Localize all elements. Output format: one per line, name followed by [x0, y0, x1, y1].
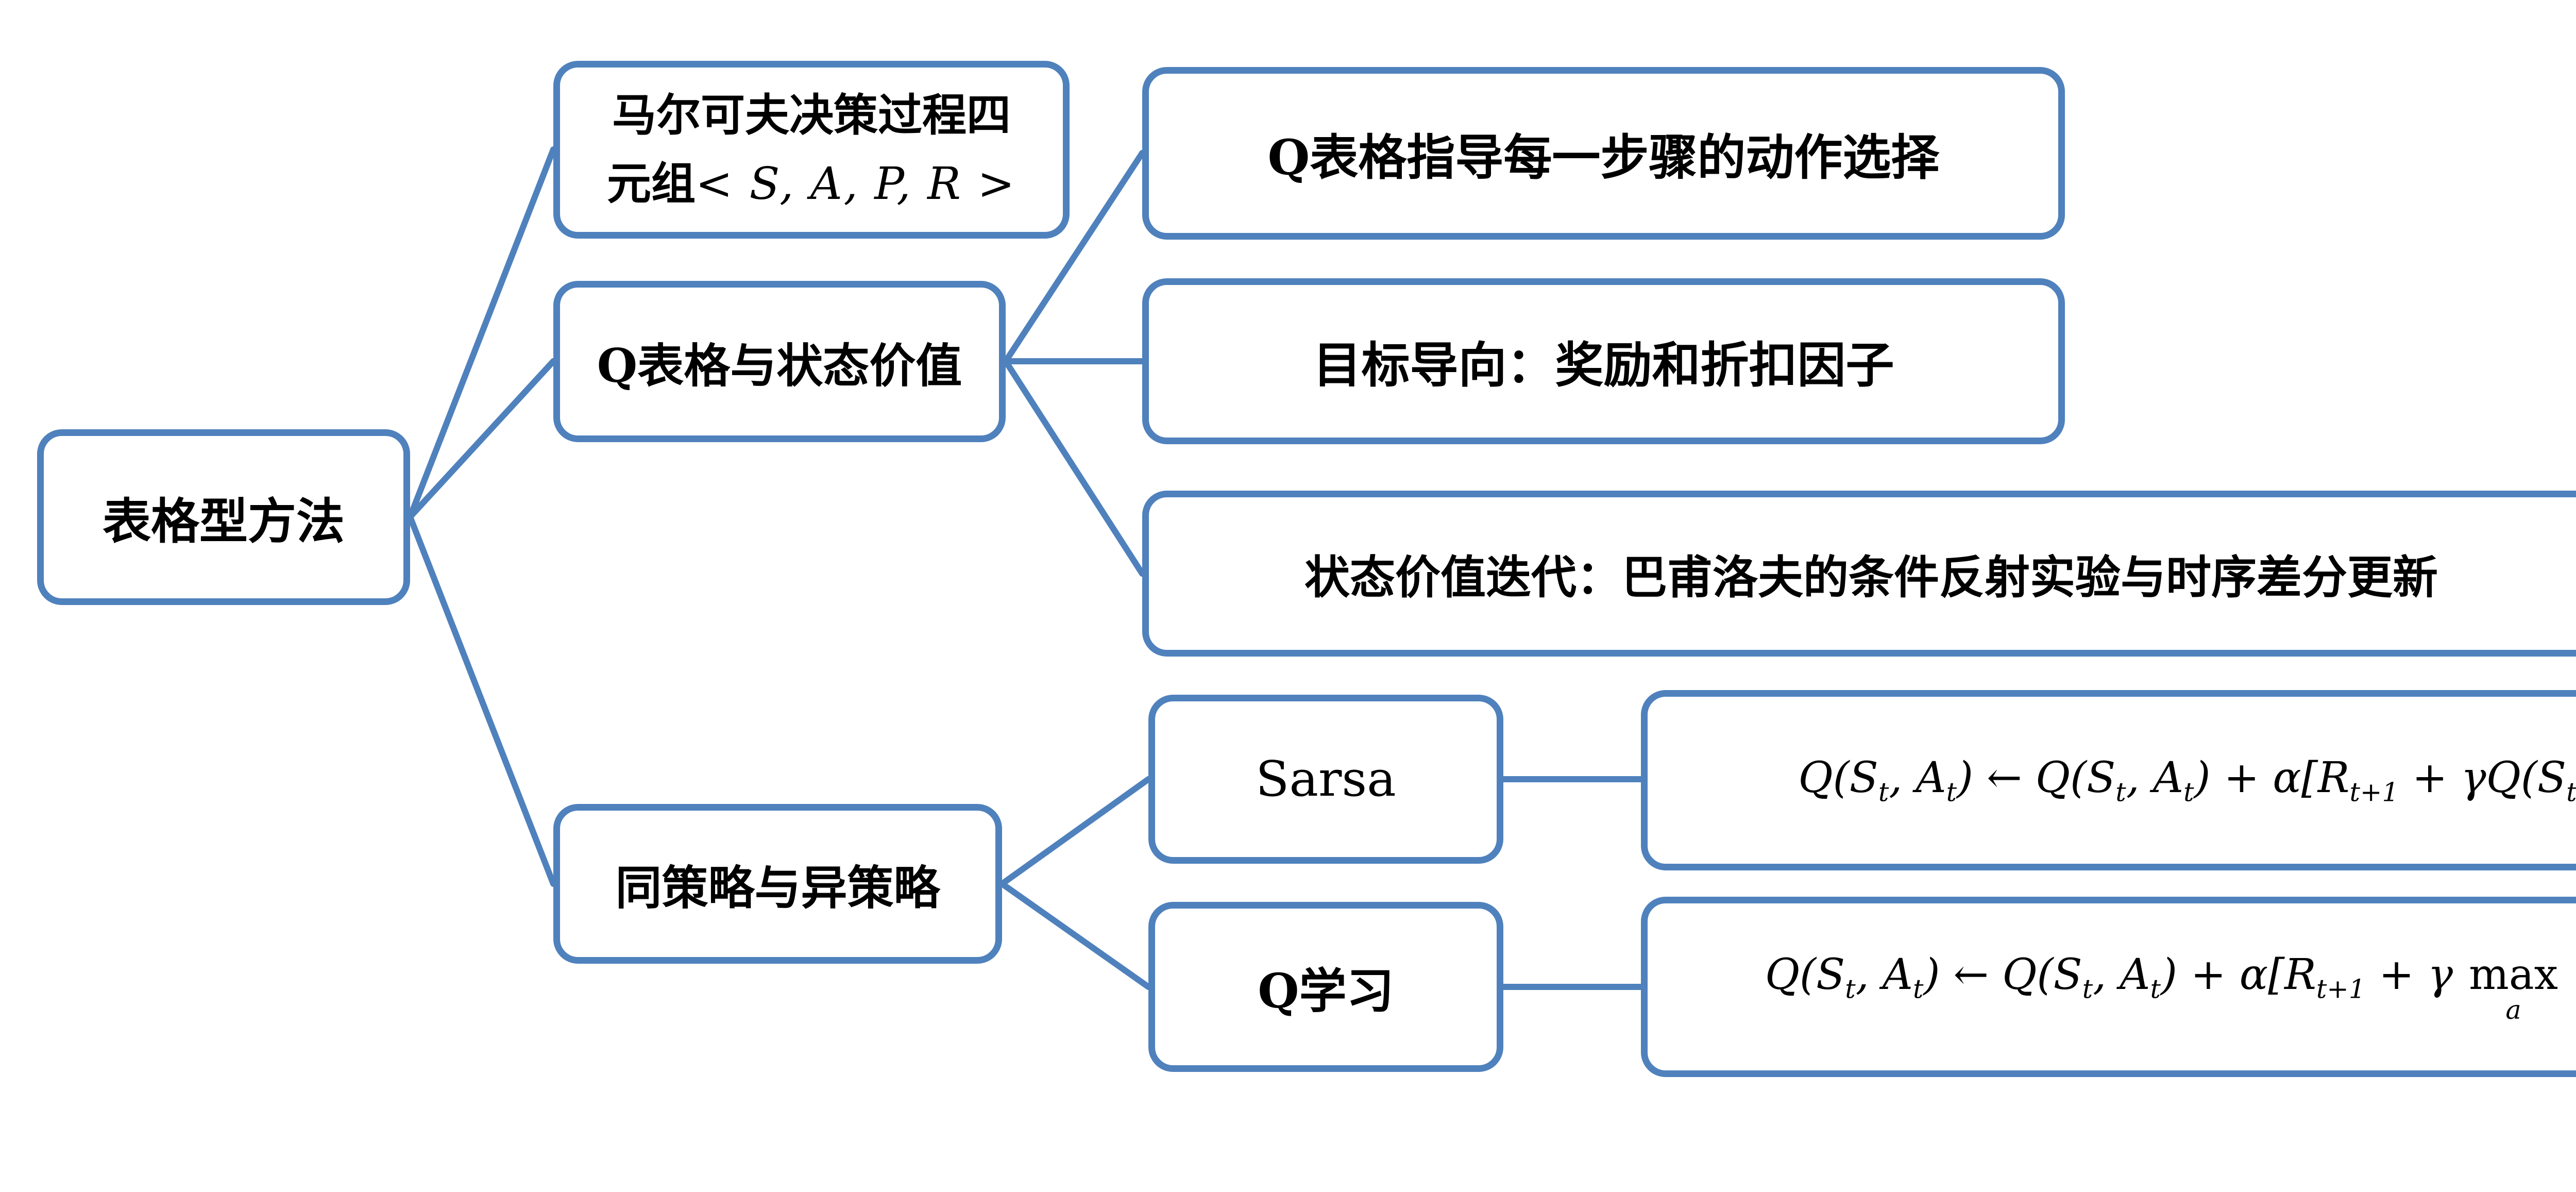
node-state-value-iteration: 状态价值迭代：巴甫洛夫的条件反射实验与时序差分更新: [1142, 491, 2576, 657]
node-mdp-4tuple-line2-math: < S, A, P, R >: [695, 158, 1016, 210]
node-q-table-state-value-label: Q表格与状态价值: [597, 338, 962, 393]
connector-qtable-to-value-iteration: [1003, 358, 1145, 577]
node-goal-oriented-reward-discount: 目标导向：奖励和折扣因子: [1142, 278, 2065, 444]
connector-policy-to-sarsa: [999, 776, 1151, 887]
node-q-table-action-selection: Q表格指导每一步骤的动作选择: [1142, 67, 2065, 240]
connector-root-to-policy: [407, 514, 556, 887]
connector-root-to-mdp: [407, 146, 556, 520]
connector-root-to-qtable: [407, 358, 556, 520]
node-mdp-4tuple-line1: 马尔可夫决策过程四: [612, 89, 1011, 141]
node-goal-oriented-reward-discount-label: 目标导向：奖励和折扣因子: [1313, 337, 1894, 394]
node-on-policy-off-policy-label: 同策略与异策略: [615, 861, 940, 915]
node-mdp-4tuple: 马尔可夫决策过程四 元组< S, A, P, R >: [553, 61, 1070, 239]
node-q-learning-label: Q学习: [1258, 963, 1394, 1019]
connector-qtable-to-action-selection: [1003, 150, 1145, 364]
node-mdp-4tuple-line2-text: 元组: [606, 158, 696, 210]
connector-policy-to-q-learning: [999, 881, 1151, 990]
node-q-table-state-value: Q表格与状态价值: [553, 281, 1006, 442]
node-tabular-methods: 表格型方法: [37, 429, 410, 605]
node-state-value-iteration-label: 状态价值迭代：巴甫洛夫的条件反射实验与时序差分更新: [1304, 550, 2438, 604]
node-on-policy-off-policy: 同策略与异策略: [553, 804, 1002, 964]
node-tabular-methods-label: 表格型方法: [102, 493, 345, 550]
node-q-learning: Q学习: [1148, 902, 1503, 1072]
node-sarsa-label: Sarsa: [1256, 751, 1396, 808]
sarsa-update-formula: Q(St, At) ← Q(St, At) + α[Rt+1 + γQ(St+1…: [1798, 753, 2576, 808]
node-q-table-action-selection-label: Q表格指导每一步骤的动作选择: [1267, 129, 1940, 186]
node-sarsa-formula: Q(St, At) ← Q(St, At) + α[Rt+1 + γQ(St+1…: [1641, 690, 2576, 870]
node-mdp-4tuple-line2: 元组< S, A, P, R >: [607, 149, 1016, 219]
node-sarsa: Sarsa: [1148, 695, 1503, 864]
